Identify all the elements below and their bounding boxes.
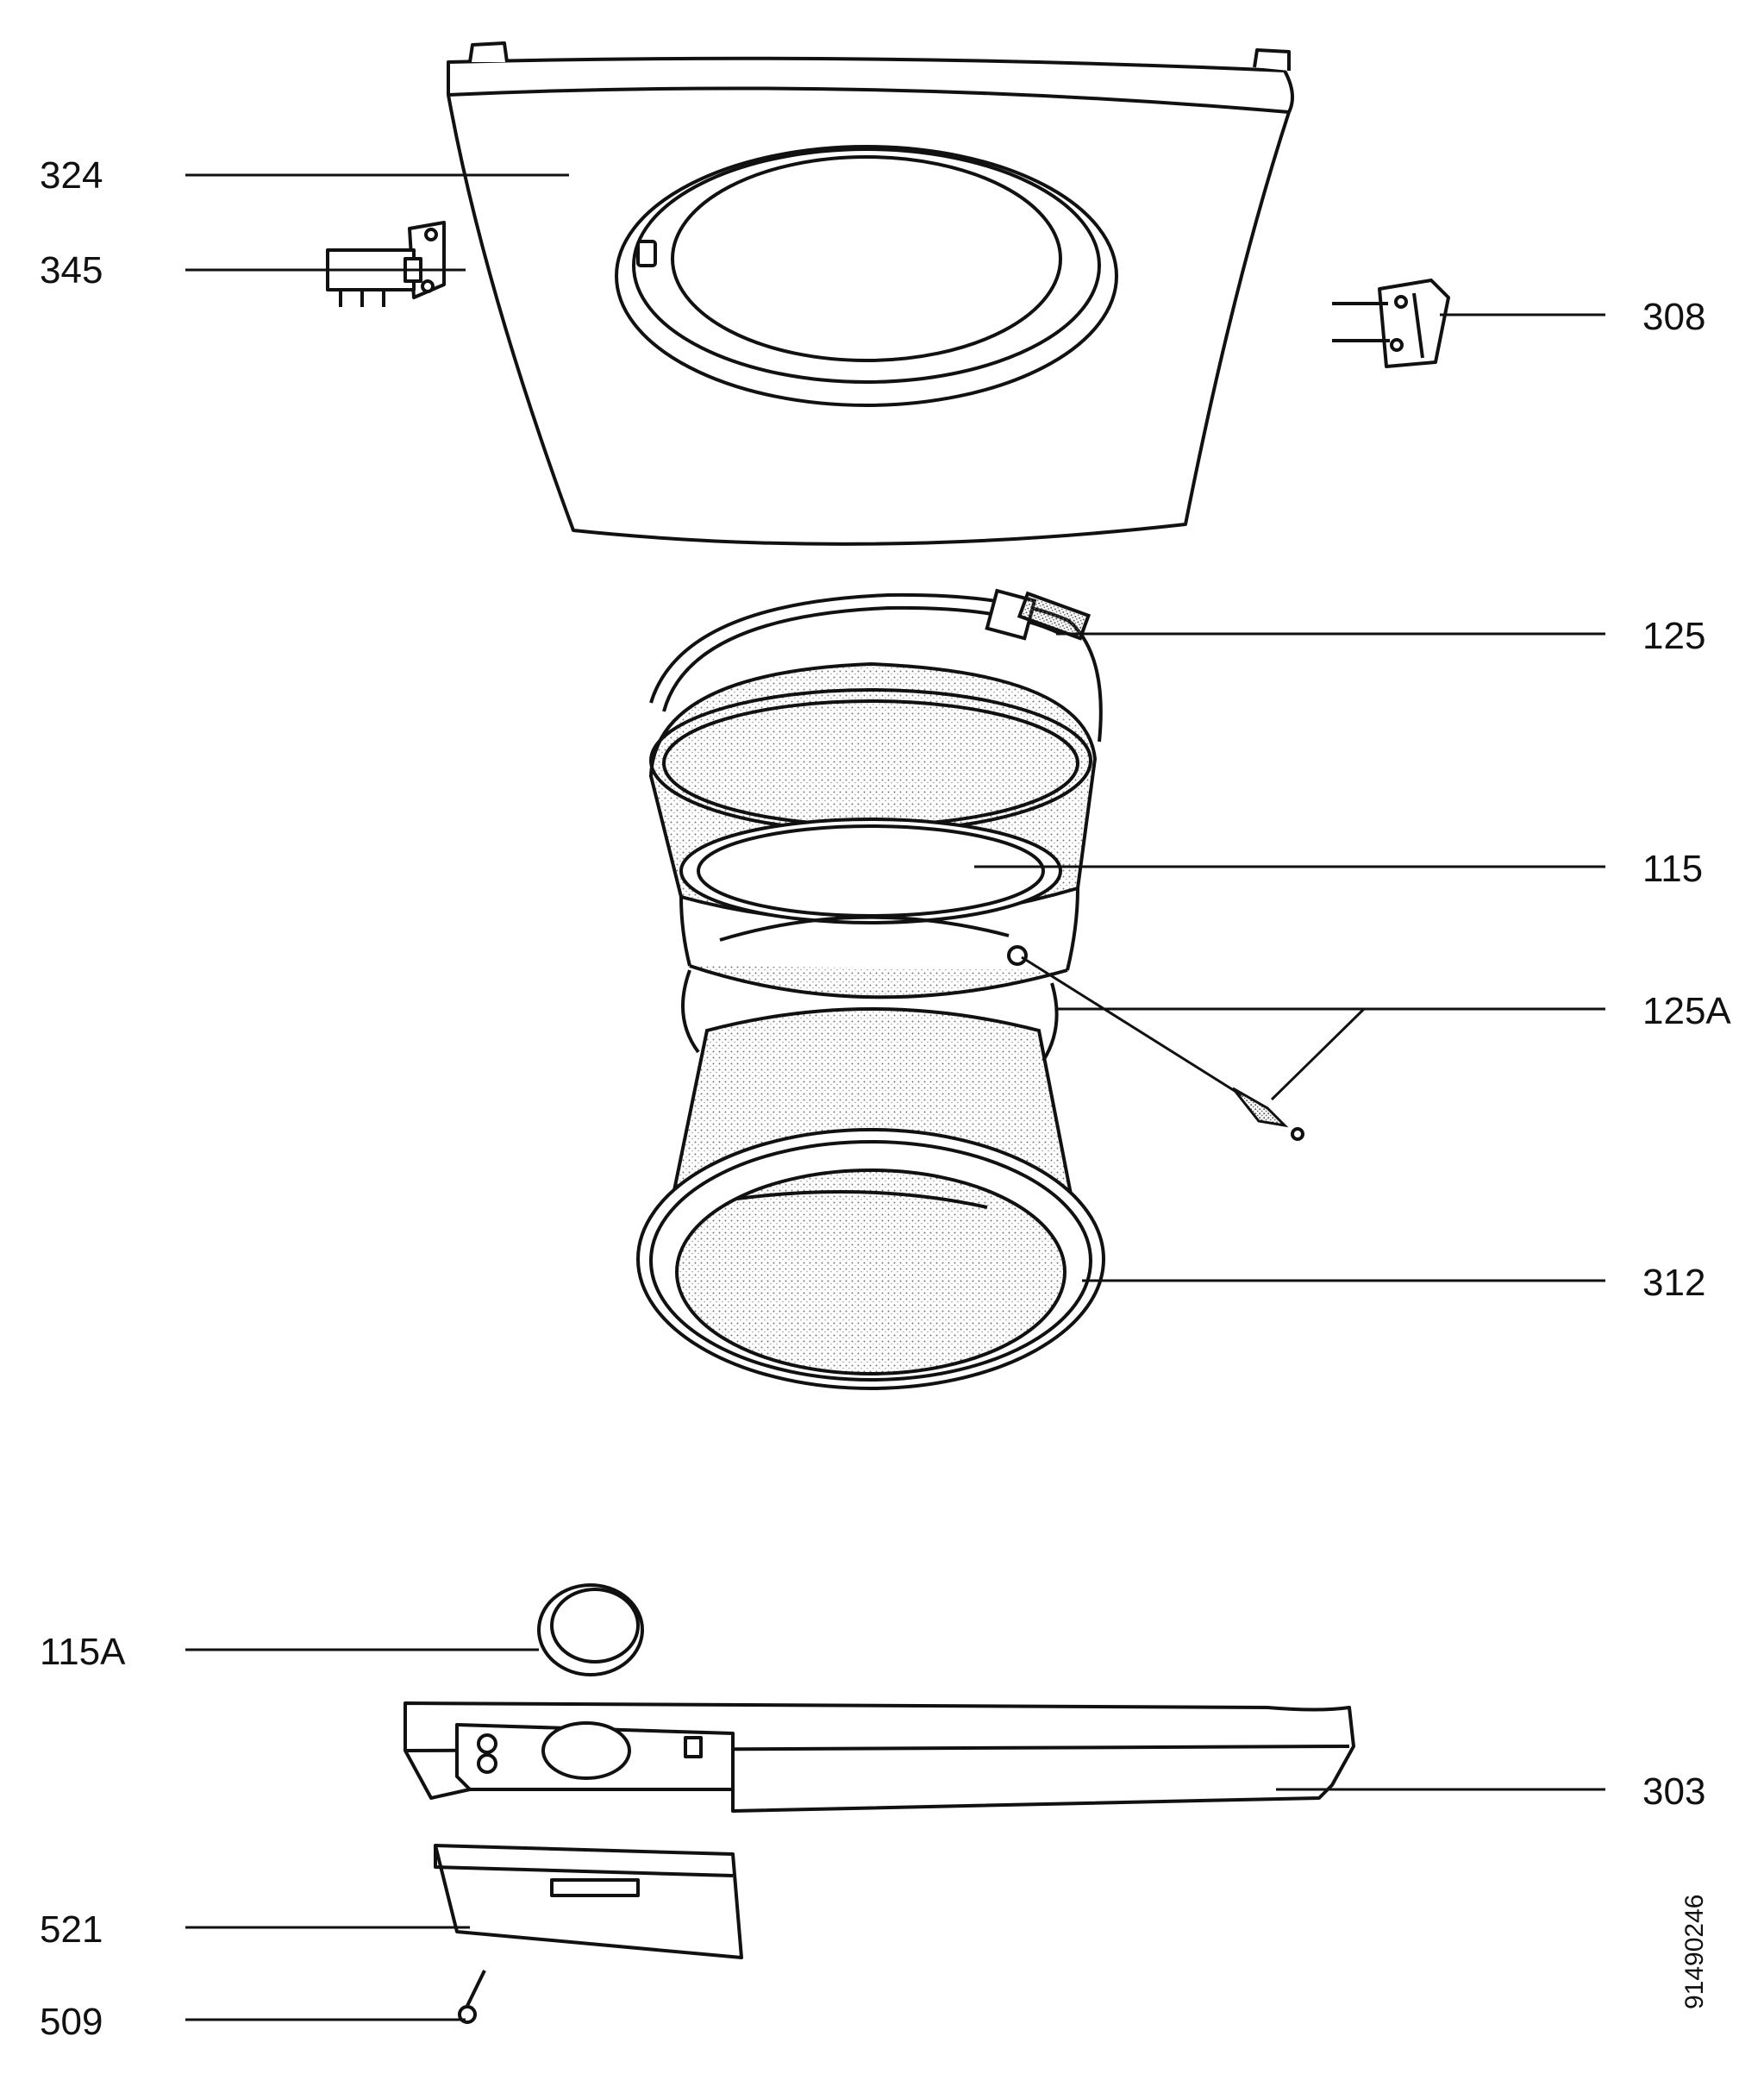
door-hinge-part [1332,279,1450,368]
label-312: 312 [1642,1262,1705,1304]
label-521: 521 [40,1908,103,1951]
door-gasket-part [648,661,1098,999]
hose-ring-part [537,1583,644,1676]
label-345: 345 [40,249,103,291]
label-125a: 125A [1642,990,1731,1032]
clamp-band-part [649,588,1103,743]
label-509: 509 [40,2001,103,2043]
inner-clamp-part [681,915,1304,1141]
label-303: 303 [1642,1770,1705,1813]
leader-lines [185,173,1605,2021]
label-115: 115 [1642,848,1703,890]
document-number: 91490246 [1680,1895,1709,2009]
label-115a: 115A [40,1631,126,1673]
label-125: 125 [1642,615,1705,657]
pin-part [458,1970,486,2024]
front-panel-part [447,41,1294,546]
label-308: 308 [1642,296,1705,338]
label-324: 324 [40,154,103,197]
switch-panel-part [434,1844,743,1959]
door-bowl-part [636,1007,1105,1390]
door-lock-part [326,221,446,307]
control-panel-part [403,1701,1355,1813]
